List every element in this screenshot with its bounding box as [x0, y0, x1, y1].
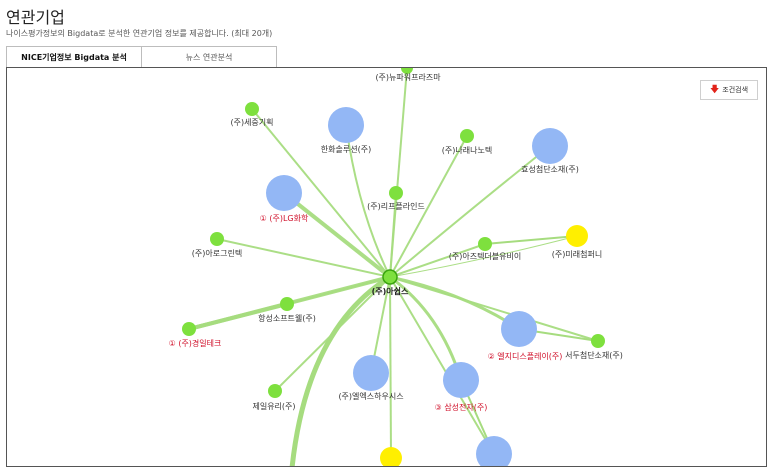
edge-line [389, 276, 599, 342]
company-node-label: (주)아즈텍더블유비이 [449, 251, 521, 261]
company-node[interactable] [443, 362, 479, 398]
center-company-node[interactable] [382, 269, 398, 285]
company-node[interactable] [389, 186, 403, 200]
page-subtitle: 나이스평가정보의 Bigdata로 분석한 연관기업 정보를 제공합니다. (최… [6, 29, 273, 38]
edge-line [389, 243, 486, 278]
company-node[interactable] [532, 128, 568, 164]
company-node[interactable] [501, 311, 537, 347]
company-node-label: 제일유리(주) [252, 402, 295, 411]
edge-line [389, 145, 551, 278]
company-node-label: ① (주)경일테크 [169, 338, 222, 348]
edge-line [389, 235, 578, 278]
company-node[interactable] [268, 384, 282, 398]
edge-line [289, 274, 392, 466]
edges [188, 68, 599, 466]
company-node-label: (주)미래첨퍼니 [552, 249, 602, 259]
center-company-label: (주)아쉽스 [372, 286, 409, 296]
company-node[interactable] [566, 225, 588, 247]
company-node[interactable] [353, 355, 389, 391]
company-node[interactable] [280, 297, 294, 311]
tab-bigdata-analysis[interactable]: NICE기업정보 Bigdata 분석 [6, 46, 142, 67]
edge-line [345, 124, 391, 278]
company-node-label: (주)세중기획 [230, 117, 273, 127]
company-node-label: (주)엘엑스하우시스 [338, 391, 403, 401]
company-node[interactable] [401, 68, 413, 74]
company-node-label: ① (주)LG화학 [260, 213, 309, 223]
condition-search-button[interactable]: 🡇 조건검색 [700, 80, 758, 100]
company-node-label: 효성첨단소재(주) [521, 164, 579, 174]
company-node-label: 항성소프트웰(주) [258, 313, 316, 323]
company-node[interactable] [182, 322, 196, 336]
company-node[interactable] [266, 175, 302, 211]
edge-line [389, 192, 397, 278]
company-node-label: (주)아로그린텍 [192, 248, 242, 258]
company-node[interactable] [476, 436, 512, 467]
company-node[interactable] [328, 107, 364, 143]
edge-line [389, 275, 520, 331]
page-title: 연관기업 [6, 8, 65, 27]
company-node-label: ② 엘지디스플레이(주) [488, 351, 563, 361]
company-node-label: 서두첨단소재(주) [565, 350, 623, 360]
company-node[interactable] [591, 334, 605, 348]
edge-line [389, 276, 392, 459]
edge-line [389, 135, 468, 278]
edge-line [389, 276, 495, 455]
edge-line [188, 302, 288, 331]
company-node-label: (주)나래나노텍 [442, 145, 492, 155]
company-node[interactable] [478, 237, 492, 251]
edge-line [251, 108, 391, 278]
company-node[interactable] [460, 129, 474, 143]
condition-search-label: 조건검색 [722, 86, 749, 94]
arrow-down-icon: 🡇 [709, 84, 720, 95]
company-node[interactable] [245, 102, 259, 116]
tab-news-analysis[interactable]: 뉴스 연관분석 [141, 46, 277, 67]
company-node-label: ③ 삼성전자(주) [435, 402, 488, 412]
company-node-label: (주)리프플라인드 [367, 201, 425, 211]
edge-line [484, 235, 578, 245]
company-node[interactable] [380, 447, 402, 467]
company-node-label: (주)뉴파워프라즈마 [375, 73, 441, 82]
edge-line [216, 238, 391, 278]
company-node-label: 한화솔루션(주) [321, 144, 371, 154]
company-node[interactable] [210, 232, 224, 246]
